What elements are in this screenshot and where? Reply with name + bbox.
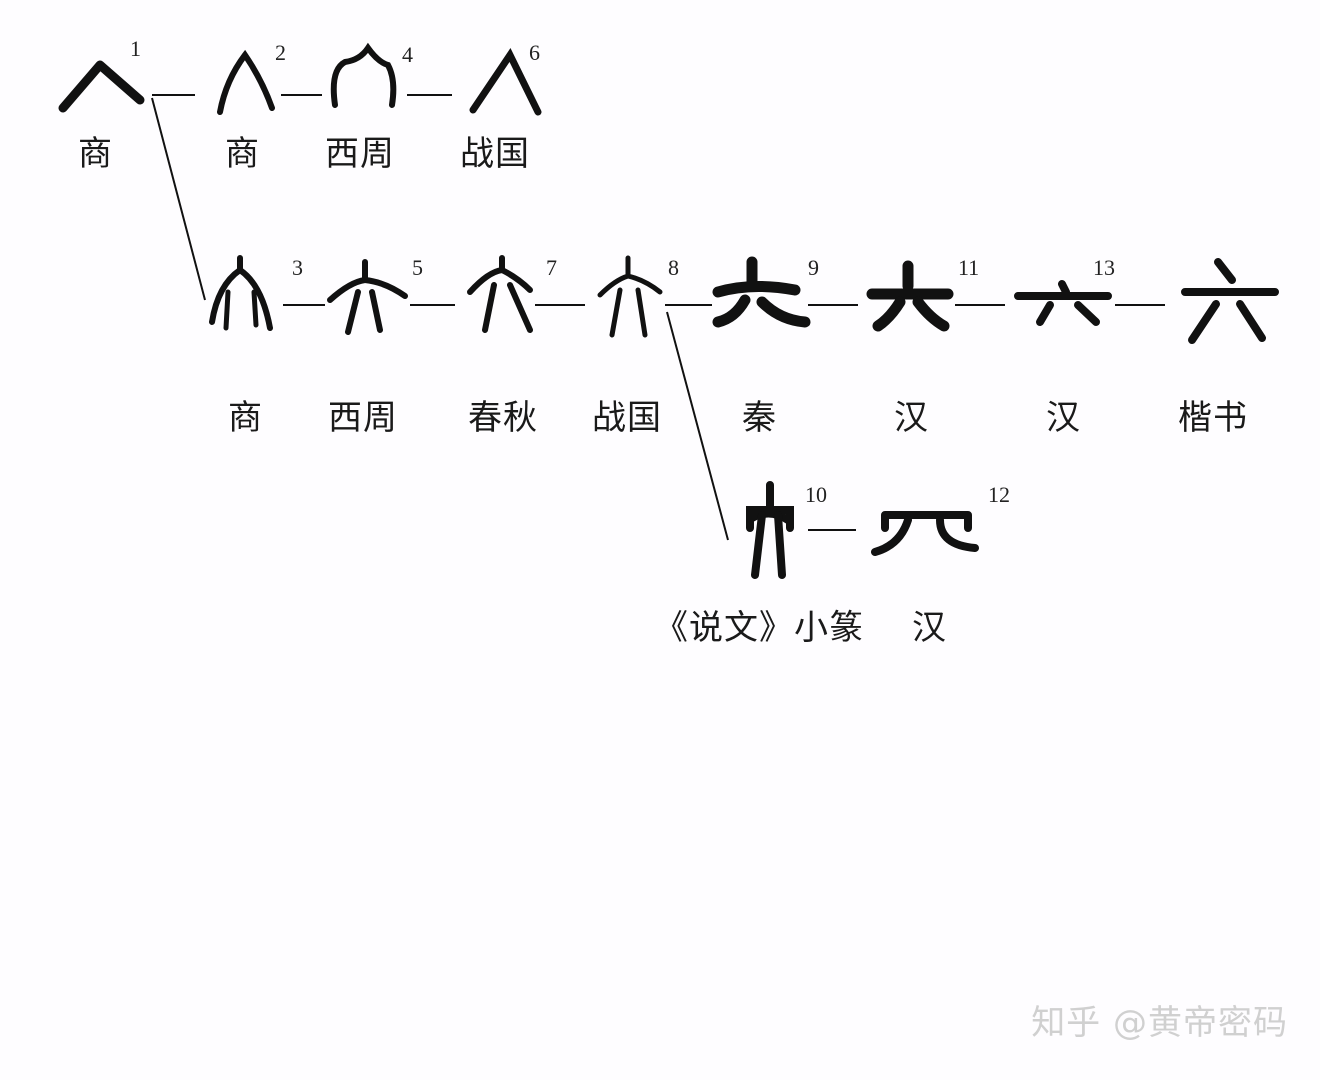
era-label: 商	[225, 134, 260, 174]
glyph-12	[871, 511, 979, 556]
index-number: 13	[1093, 255, 1115, 280]
index-number: 6	[529, 40, 540, 65]
era-label: 汉	[1046, 398, 1081, 438]
index-number: 4	[402, 42, 413, 67]
glyph-5	[327, 259, 408, 335]
era-label: 《说文》小篆	[654, 608, 864, 648]
era-label: 秦	[742, 398, 777, 438]
index-number: 11	[958, 255, 980, 280]
glyph-6	[469, 48, 542, 116]
era-label: 西周	[325, 134, 395, 174]
index-number: 8	[668, 255, 679, 280]
era-label: 汉	[894, 398, 929, 438]
index-number: 9	[808, 255, 819, 280]
glyph-9	[712, 256, 811, 328]
index-number: 7	[546, 255, 557, 280]
glyph-13	[1014, 280, 1112, 326]
era-label: 商	[228, 398, 263, 438]
index-number: 12	[988, 482, 1010, 507]
watermark: 知乎 @黄帝密码	[1031, 1003, 1288, 1043]
era-label: 春秋	[468, 398, 538, 438]
glyph-10	[746, 481, 794, 579]
era-label: 战国	[460, 134, 530, 174]
glyph-1	[58, 60, 145, 113]
glyph-11	[866, 260, 954, 332]
glyph-3	[209, 255, 273, 331]
glyph-7	[467, 255, 533, 333]
index-number: 2	[275, 40, 286, 65]
connector-lines	[151, 94, 1165, 541]
glyph-4	[330, 42, 397, 108]
glyph-2	[217, 49, 275, 115]
era-label: 汉	[912, 608, 947, 648]
index-number: 5	[412, 255, 423, 280]
era-label: 楷书	[1178, 398, 1248, 438]
era-label: 西周	[328, 398, 398, 438]
era-label: 商	[78, 134, 113, 174]
glyph-kaishu	[1181, 258, 1279, 344]
index-number: 3	[292, 255, 303, 280]
era-label: 战国	[592, 398, 662, 438]
index-number: 1	[130, 36, 141, 61]
glyph-8	[597, 255, 663, 338]
index-number: 10	[805, 482, 827, 507]
